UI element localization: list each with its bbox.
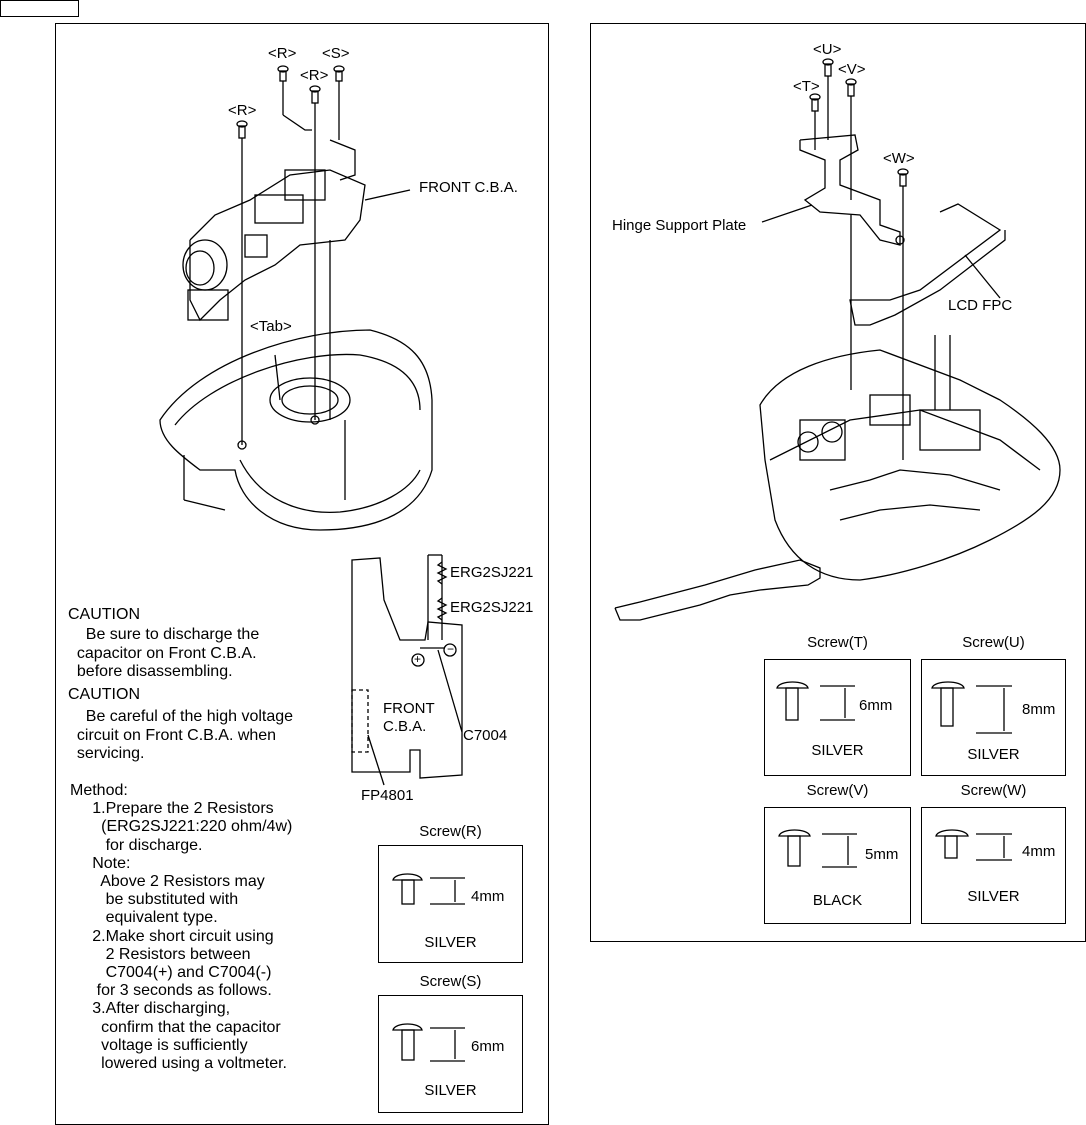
page-tag-box (0, 0, 79, 17)
screw-s-length: 6mm (471, 1038, 505, 1055)
callout-tab: <Tab> (250, 318, 292, 335)
screw-v-finish: BLACK (812, 892, 863, 909)
screw-t-length: 6mm (859, 697, 893, 714)
resistor-icon (436, 597, 448, 621)
callout-screw-t: <T> (793, 78, 820, 95)
screw-v-length: 5mm (865, 846, 899, 863)
screw-r-length: 4mm (471, 888, 505, 905)
callout-screw-s: <S> (322, 45, 350, 62)
capacitor-c7004-label: C7004 (463, 727, 508, 744)
screw-v-box: 5mm BLACK (764, 807, 911, 924)
screw-s-box: 6mm SILVER (378, 995, 523, 1113)
callout-screw-r-1: <R> (268, 45, 297, 62)
screw-t-finish: SILVER (811, 742, 864, 759)
front-cba-label: FRONT C.B.A. (419, 179, 518, 196)
resistor-label-2: ERG2SJ221 (450, 599, 534, 616)
resistor-icon (436, 561, 448, 585)
caution-body-1: Be sure to discharge the capacitor on Fr… (76, 626, 260, 680)
right-panel (590, 23, 1086, 942)
screw-icon (776, 681, 969, 867)
screw-w-box: 4mm SILVER (921, 807, 1066, 924)
screw-s-finish: SILVER (424, 1082, 477, 1099)
minus-sign: − (447, 642, 455, 656)
screw-w-length: 4mm (1022, 843, 1056, 860)
lcd-fpc-label: LCD FPC (948, 297, 1013, 314)
callout-screw-u: <U> (813, 41, 842, 58)
caution-heading-1: CAUTION (68, 606, 140, 623)
connector-fp4801-label: FP4801 (361, 787, 414, 804)
screw-w-title: Screw(W) (960, 782, 1027, 799)
callout-screw-v: <V> (838, 61, 866, 78)
caution-body-2: Be careful of the high voltage circuit o… (76, 708, 294, 762)
screw-s-title: Screw(S) (419, 973, 482, 990)
screw-t-title: Screw(T) (807, 634, 868, 651)
screw-u-finish: SILVER (967, 746, 1020, 763)
hinge-support-plate-label: Hinge Support Plate (612, 217, 747, 234)
screw-u-box: 8mm SILVER (921, 659, 1066, 776)
board-detail-label: FRONT C.B.A. (383, 700, 435, 735)
screw-t-box: 6mm SILVER (764, 659, 911, 776)
callout-screw-r-3: <R> (228, 102, 257, 119)
caution-heading-2: CAUTION (68, 686, 140, 703)
screw-u-title: Screw(U) (962, 634, 1025, 651)
screw-r-box: 4mm SILVER (378, 845, 523, 963)
screw-r-finish: SILVER (424, 934, 477, 951)
screw-icon (392, 873, 423, 1061)
callout-screw-w: <W> (883, 150, 915, 167)
screw-v-title: Screw(V) (806, 782, 869, 799)
screw-u-length: 8mm (1022, 701, 1056, 718)
screw-r-title: Screw(R) (419, 823, 482, 840)
plus-sign: + (414, 652, 422, 666)
method-instructions: Method: 1.Prepare the 2 Resistors (ERG2S… (70, 782, 293, 1073)
resistor-label-1: ERG2SJ221 (450, 564, 534, 581)
screw-w-finish: SILVER (967, 888, 1020, 905)
callout-screw-r-2: <R> (300, 67, 329, 84)
